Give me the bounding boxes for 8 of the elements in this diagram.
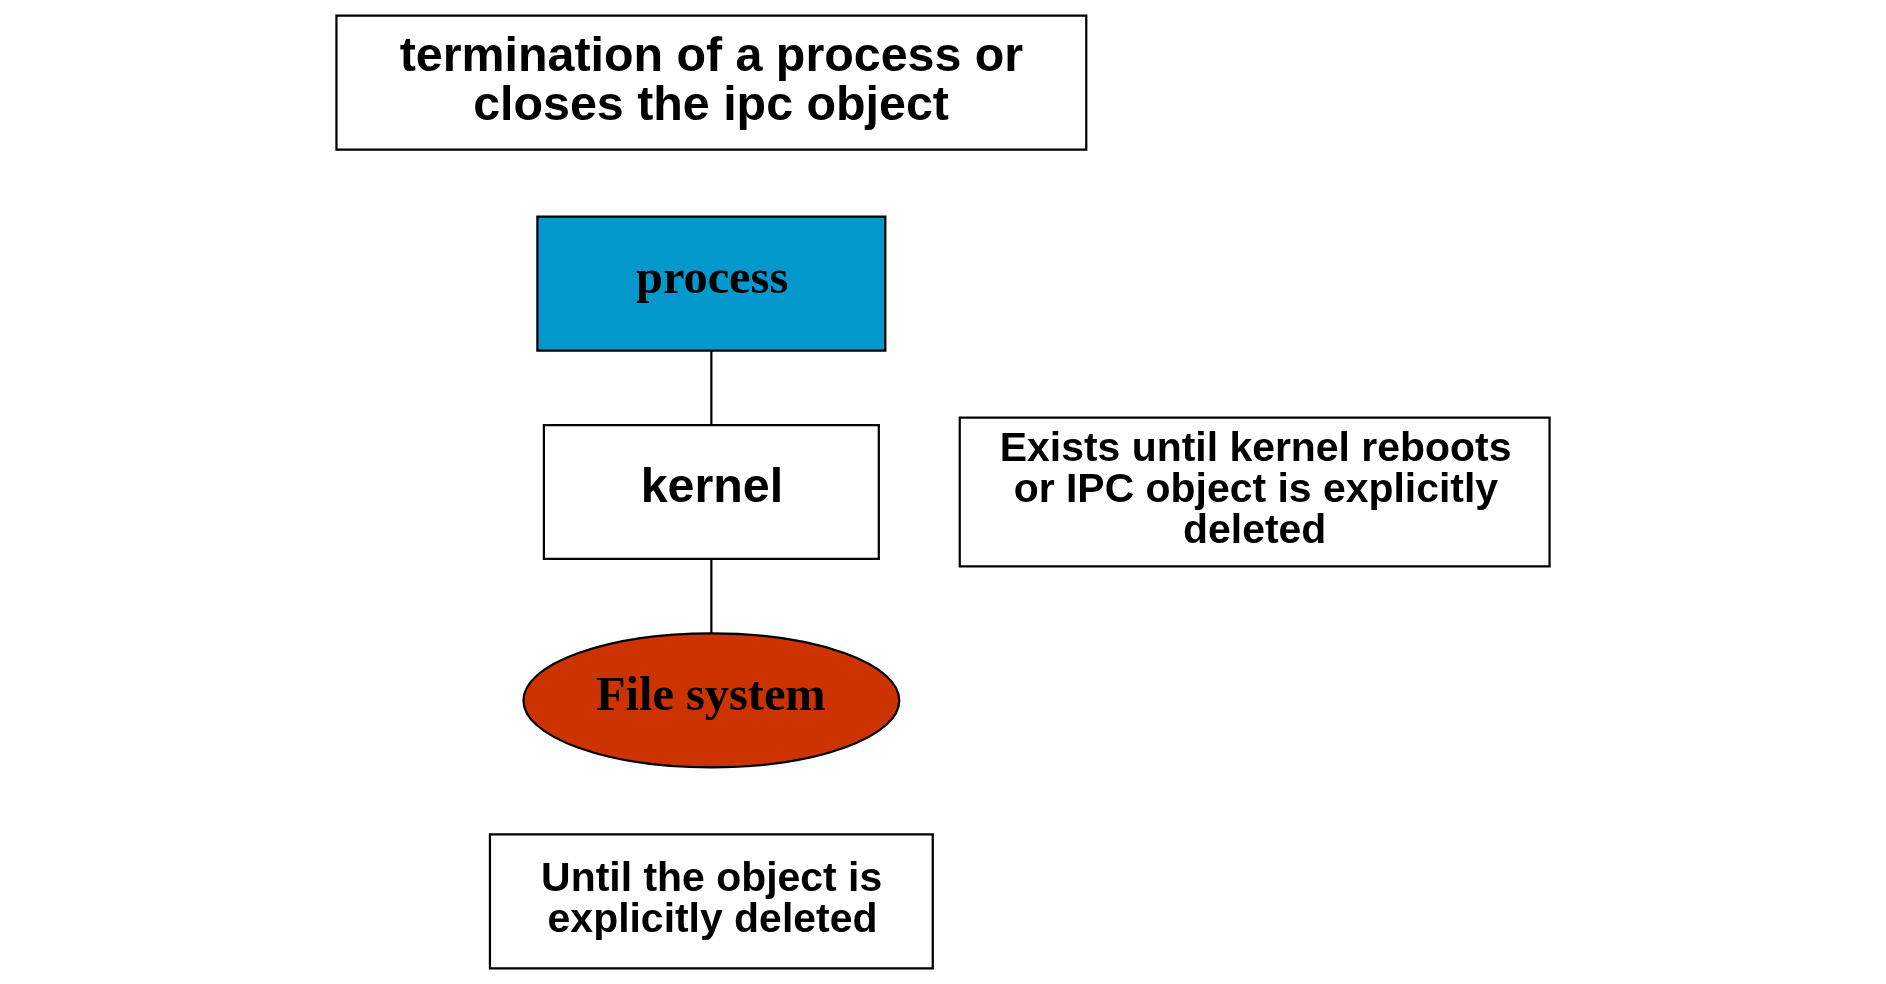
node-box: kernel: [542, 423, 880, 561]
connector: [710, 559, 713, 634]
node-ellipse: File system: [522, 632, 901, 769]
node-box: Exists until kernel reboots or IPC object is explicitly deleted: [958, 416, 1551, 568]
node-box: process: [536, 215, 887, 352]
node-box: Until the object is explicitly deleted: [488, 833, 934, 970]
connector: [710, 350, 713, 425]
node-box: termination of a process or closes the ipc object: [335, 14, 1088, 151]
